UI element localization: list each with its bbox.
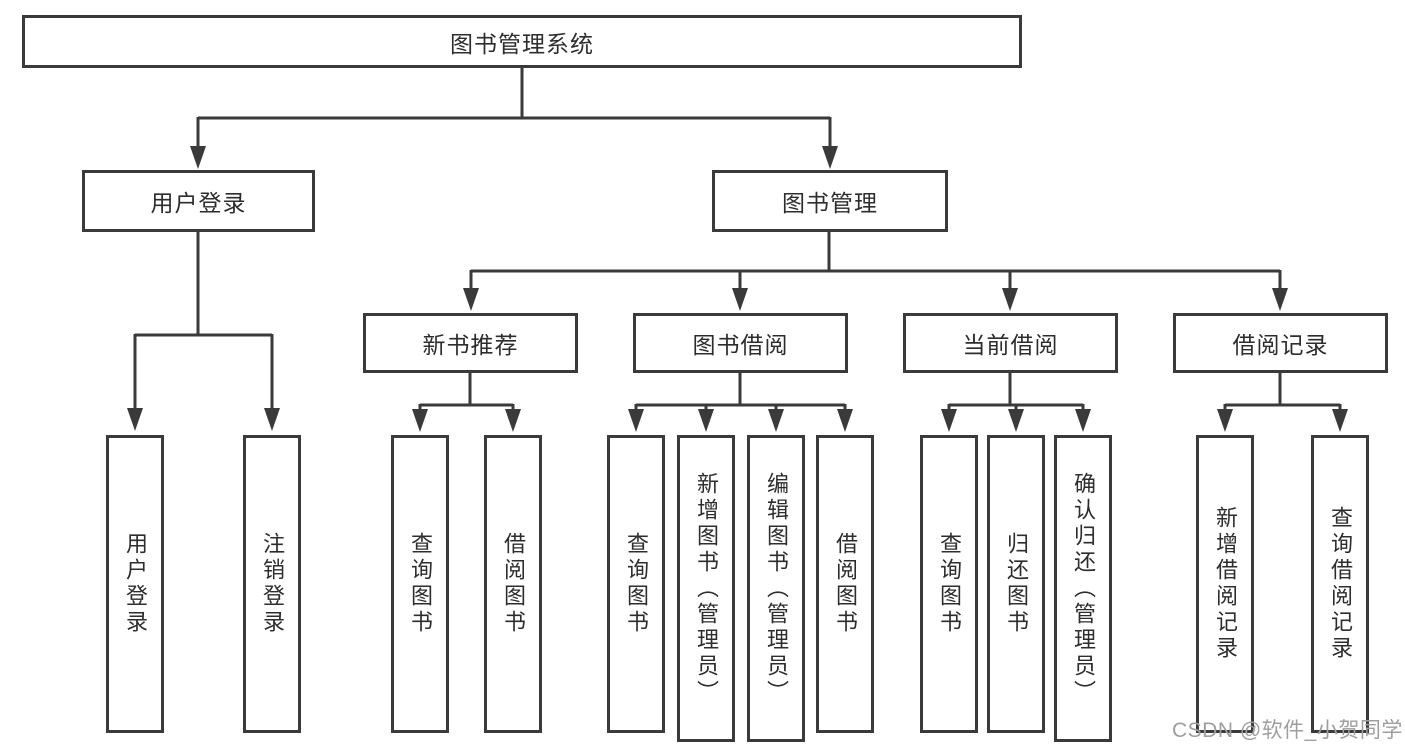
node-system-root: 图书管理系统 <box>22 15 1022 68</box>
leaf-user-login: 用户登录 <box>106 435 164 733</box>
leaf-query-borrow-record: 查询借阅记录 <box>1311 435 1369 733</box>
leaf-borrow-books-recommend: 借阅图书 <box>484 435 542 733</box>
node-current-borrowing: 当前借阅 <box>903 313 1118 373</box>
leaf-add-book-admin: 新增图书（管理员） <box>677 435 735 742</box>
leaf-add-borrow-record: 新增借阅记录 <box>1196 435 1254 733</box>
node-book-management: 图书管理 <box>712 170 948 232</box>
leaf-edit-book-admin: 编辑图书（管理员） <box>747 435 805 742</box>
leaf-borrow-books: 借阅图书 <box>816 435 874 733</box>
leaf-query-books-recommend: 查询图书 <box>391 435 449 733</box>
node-user-login: 用户登录 <box>82 170 315 232</box>
node-new-book-recommendation: 新书推荐 <box>363 313 578 373</box>
leaf-confirm-return-admin: 确认归还（管理员） <box>1054 435 1112 742</box>
node-book-borrowing: 图书借阅 <box>633 313 848 373</box>
arrowheads <box>127 146 1348 432</box>
leaf-query-books-current: 查询图书 <box>920 435 978 733</box>
leaf-logout: 注销登录 <box>243 435 301 733</box>
node-borrowing-records: 借阅记录 <box>1173 313 1388 373</box>
leaf-return-book: 归还图书 <box>987 435 1045 733</box>
csdn-watermark: CSDN @软件_小贺同学 <box>1172 719 1403 742</box>
leaf-query-books-borrow: 查询图书 <box>607 435 665 733</box>
